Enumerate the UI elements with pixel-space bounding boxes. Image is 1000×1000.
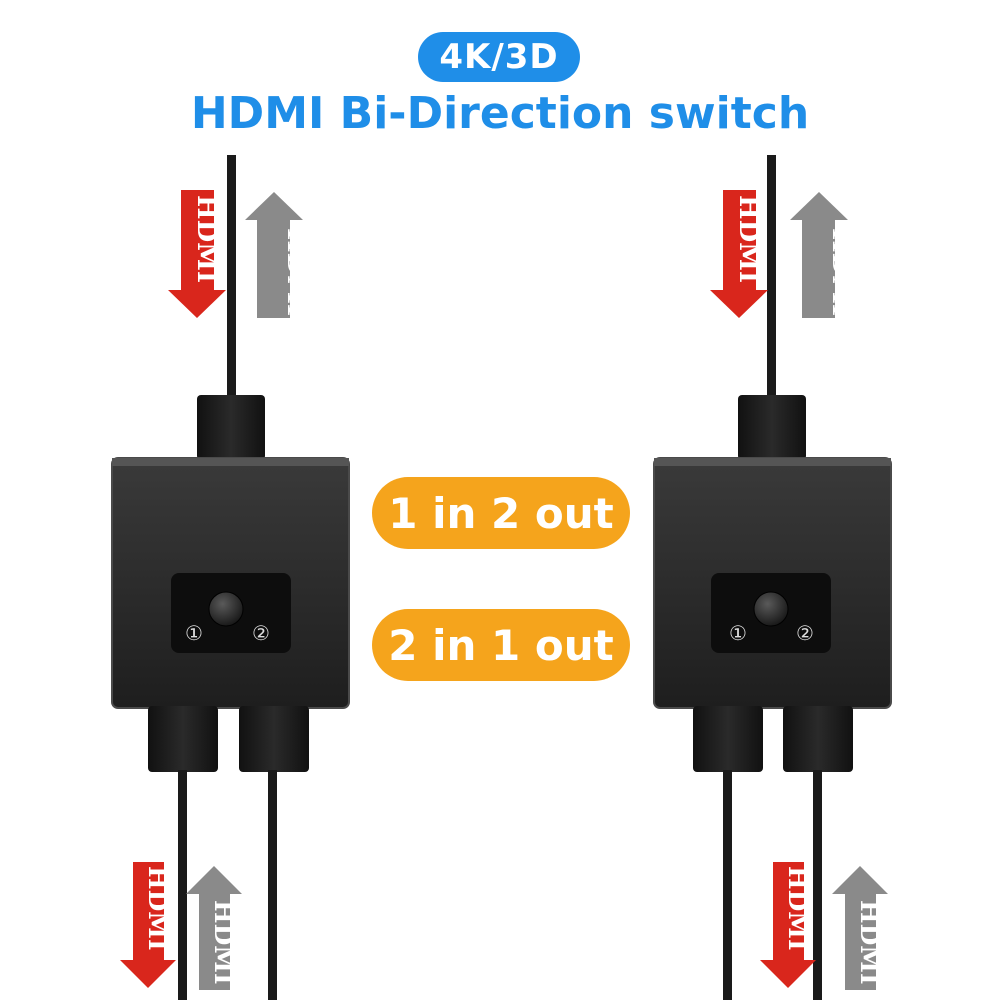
- left-bottom-red-down-arrow-icon: HDMI: [120, 862, 176, 988]
- right-switch: ① ②: [653, 155, 892, 1000]
- mode-badge-2-in-1-out: 2 in 1 out: [372, 609, 630, 681]
- svg-text:HDMI: HDMI: [143, 866, 172, 951]
- svg-text:HDMI: HDMI: [281, 228, 311, 316]
- left-bottom-cable-1: [178, 770, 187, 1000]
- left-top-gray-up-arrow-icon: HDMI: [245, 192, 311, 318]
- right-bottom-cable-2: [813, 770, 822, 1000]
- right-bottom-plug-1: [693, 706, 763, 772]
- left-select-button: [208, 591, 244, 627]
- svg-text:HDMI: HDMI: [733, 195, 763, 283]
- mode-badge-1-in-2-out: 1 in 2 out: [372, 477, 630, 549]
- right-bottom-cable-1: [723, 770, 732, 1000]
- left-bottom-plug-2: [239, 706, 309, 772]
- svg-text:HDMI: HDMI: [209, 900, 238, 985]
- svg-text:HDMI: HDMI: [191, 195, 221, 283]
- svg-text:HDMI: HDMI: [855, 900, 884, 985]
- right-port-2-label: ②: [796, 621, 814, 645]
- left-bottom-cable-2: [268, 770, 277, 1000]
- right-top-gray-up-arrow-icon: HDMI: [790, 192, 856, 318]
- right-bottom-gray-up-arrow-icon: HDMI: [832, 866, 888, 990]
- right-select-button: [753, 591, 789, 627]
- left-top-plug: [197, 395, 265, 460]
- page-title: HDMI Bi-Direction switch: [190, 88, 810, 139]
- right-top-cable: [767, 155, 776, 400]
- right-bottom-plug-2: [783, 706, 853, 772]
- svg-text:HDMI: HDMI: [826, 228, 856, 316]
- left-top-red-down-arrow-icon: HDMI: [168, 190, 226, 318]
- left-switch: ① ②: [111, 155, 350, 1000]
- left-port-2-label: ②: [252, 621, 270, 645]
- right-top-plug: [738, 395, 806, 460]
- right-bottom-red-down-arrow-icon: HDMI: [760, 862, 816, 988]
- left-bottom-plug-1: [148, 706, 218, 772]
- right-top-red-down-arrow-icon: HDMI: [710, 190, 768, 318]
- left-bottom-gray-up-arrow-icon: HDMI: [186, 866, 242, 990]
- svg-text:HDMI: HDMI: [783, 866, 812, 951]
- right-port-1-label: ①: [729, 621, 747, 645]
- left-port-1-label: ①: [185, 621, 203, 645]
- left-top-cable: [227, 155, 236, 400]
- resolution-badge: 4K/3D: [418, 32, 580, 82]
